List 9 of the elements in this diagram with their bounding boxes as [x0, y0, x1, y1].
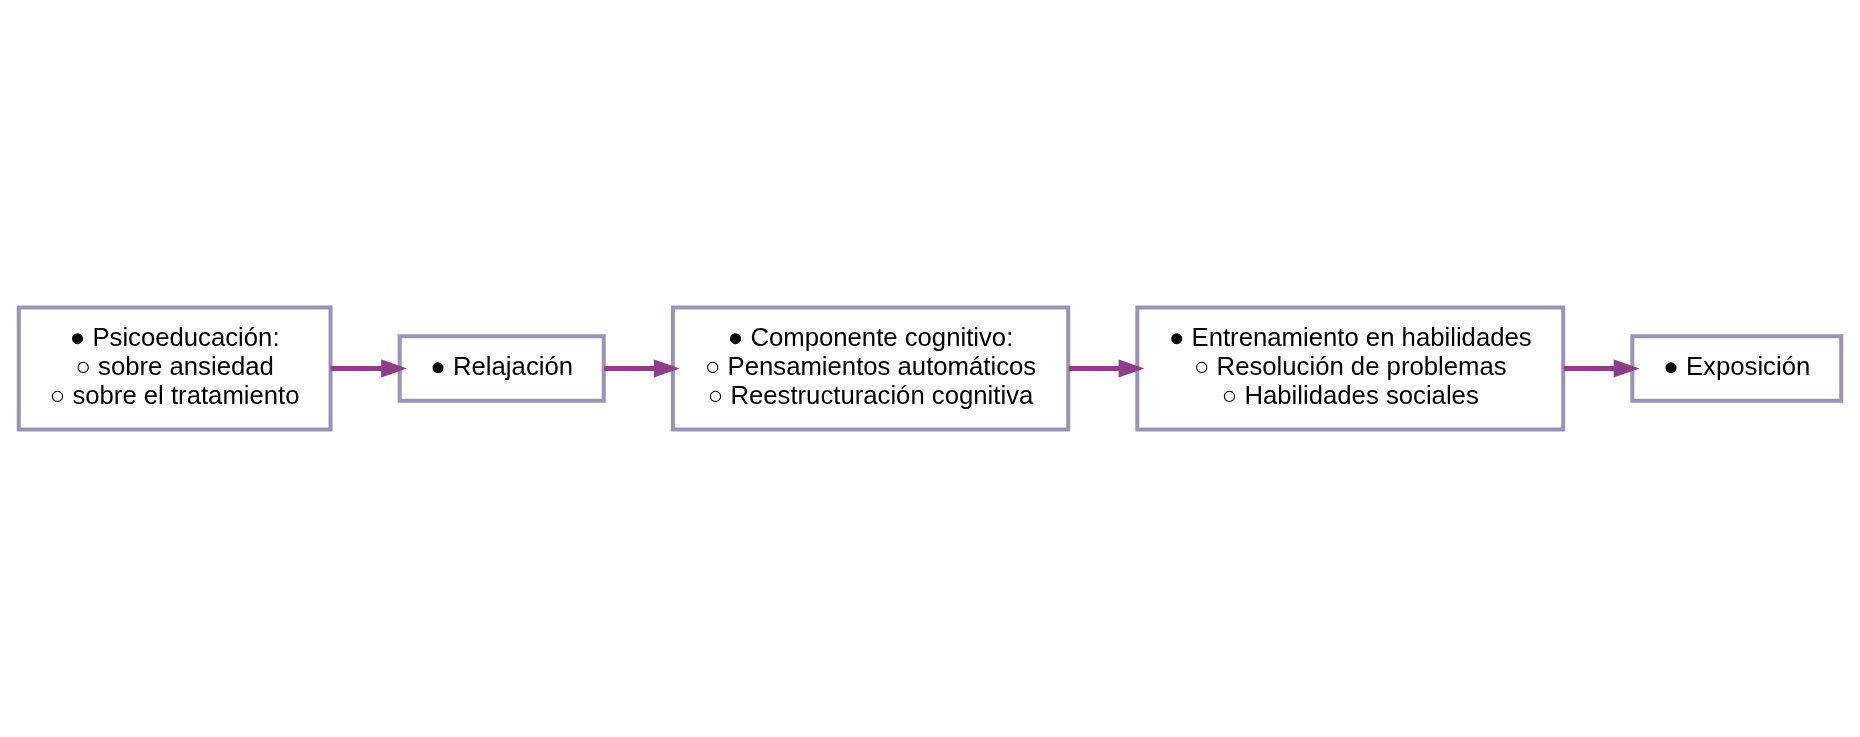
arrow — [1068, 359, 1145, 378]
node-box: ● Relajación — [397, 334, 606, 403]
arrow — [330, 359, 407, 378]
arrow — [1563, 359, 1640, 378]
node-box: ● Psicoeducación: ○ sobre ansiedad ○ sobre el tratamiento — [16, 305, 333, 432]
node-box: ● Exposición — [1630, 334, 1844, 403]
node-box: ● Componente cognitivo: ○ Pensamientos automáticos ○ Reestructuración cognitiva — [670, 305, 1071, 432]
arrow — [604, 359, 680, 378]
node-box: ● Entrenamiento en habilidades ○ Resolución de problemas ○ Habilidades sociales — [1135, 305, 1566, 432]
